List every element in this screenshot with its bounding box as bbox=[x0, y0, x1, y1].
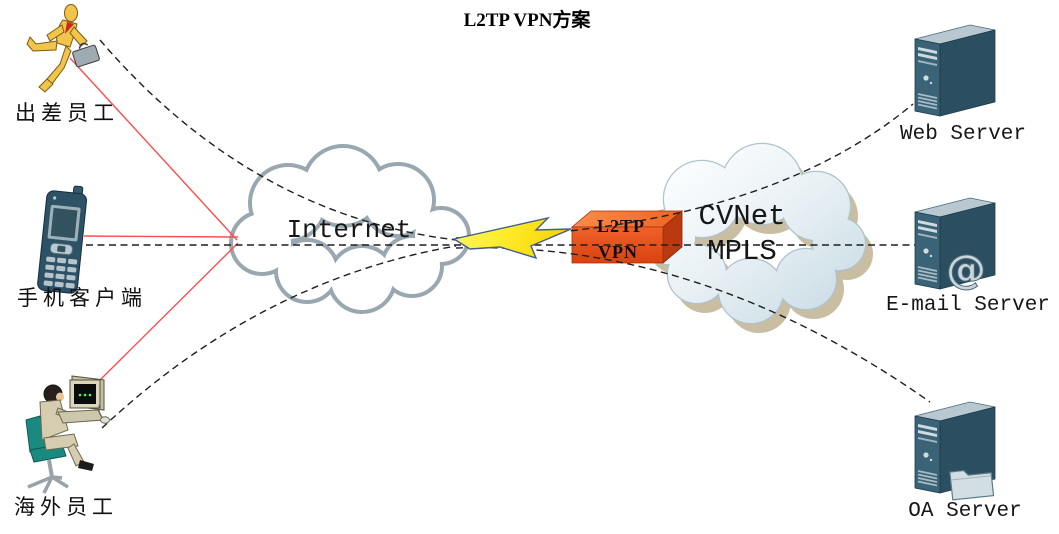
mobile-phone-icon bbox=[37, 185, 88, 294]
oa-server-icon bbox=[914, 401, 996, 501]
client-links bbox=[69, 57, 239, 381]
brick-label-line1: L2TP bbox=[597, 216, 645, 236]
mobile-client-label: 手机客户端 bbox=[17, 287, 147, 310]
tie-icon bbox=[65, 22, 74, 34]
oa-server-tunnel-path bbox=[455, 246, 931, 403]
seated-employee-icon bbox=[25, 375, 110, 494]
traveler-tunnel-path bbox=[99, 39, 457, 241]
overseas-label: 海外员工 bbox=[14, 496, 118, 519]
running-person-icon bbox=[26, 4, 100, 93]
lightning-bolt-icon bbox=[452, 216, 572, 260]
mpls-cloud bbox=[639, 142, 873, 333]
oa-server-label: OA Server bbox=[908, 500, 1021, 523]
traveler-label: 出差员工 bbox=[15, 102, 119, 125]
computer-icon bbox=[57, 375, 110, 424]
diagram-title: L2TP VPN方案 bbox=[464, 8, 592, 31]
internet-cloud-label: Internet bbox=[287, 215, 412, 245]
briefcase-icon bbox=[72, 42, 100, 68]
mobile-internet-link bbox=[83, 235, 239, 238]
traveler-internet-link bbox=[69, 57, 238, 241]
web-server-icon bbox=[914, 24, 996, 117]
email-server-label: E-mail Server bbox=[886, 294, 1050, 317]
overseas-internet-link bbox=[99, 242, 239, 381]
mpls-cloud-label-line1: CVNet bbox=[698, 200, 785, 233]
folder-icon bbox=[949, 469, 995, 501]
at-sign-icon: @ bbox=[946, 247, 986, 293]
brick-label-line2: VPN bbox=[598, 242, 638, 262]
email-server-icon: @ bbox=[914, 197, 996, 294]
web-server-label: Web Server bbox=[900, 123, 1026, 146]
mpls-cloud-label-line2: MPLS bbox=[707, 235, 777, 268]
l2tp-vpn-brick: L2TP VPN bbox=[570, 210, 684, 264]
overseas-tunnel-path bbox=[101, 245, 457, 429]
